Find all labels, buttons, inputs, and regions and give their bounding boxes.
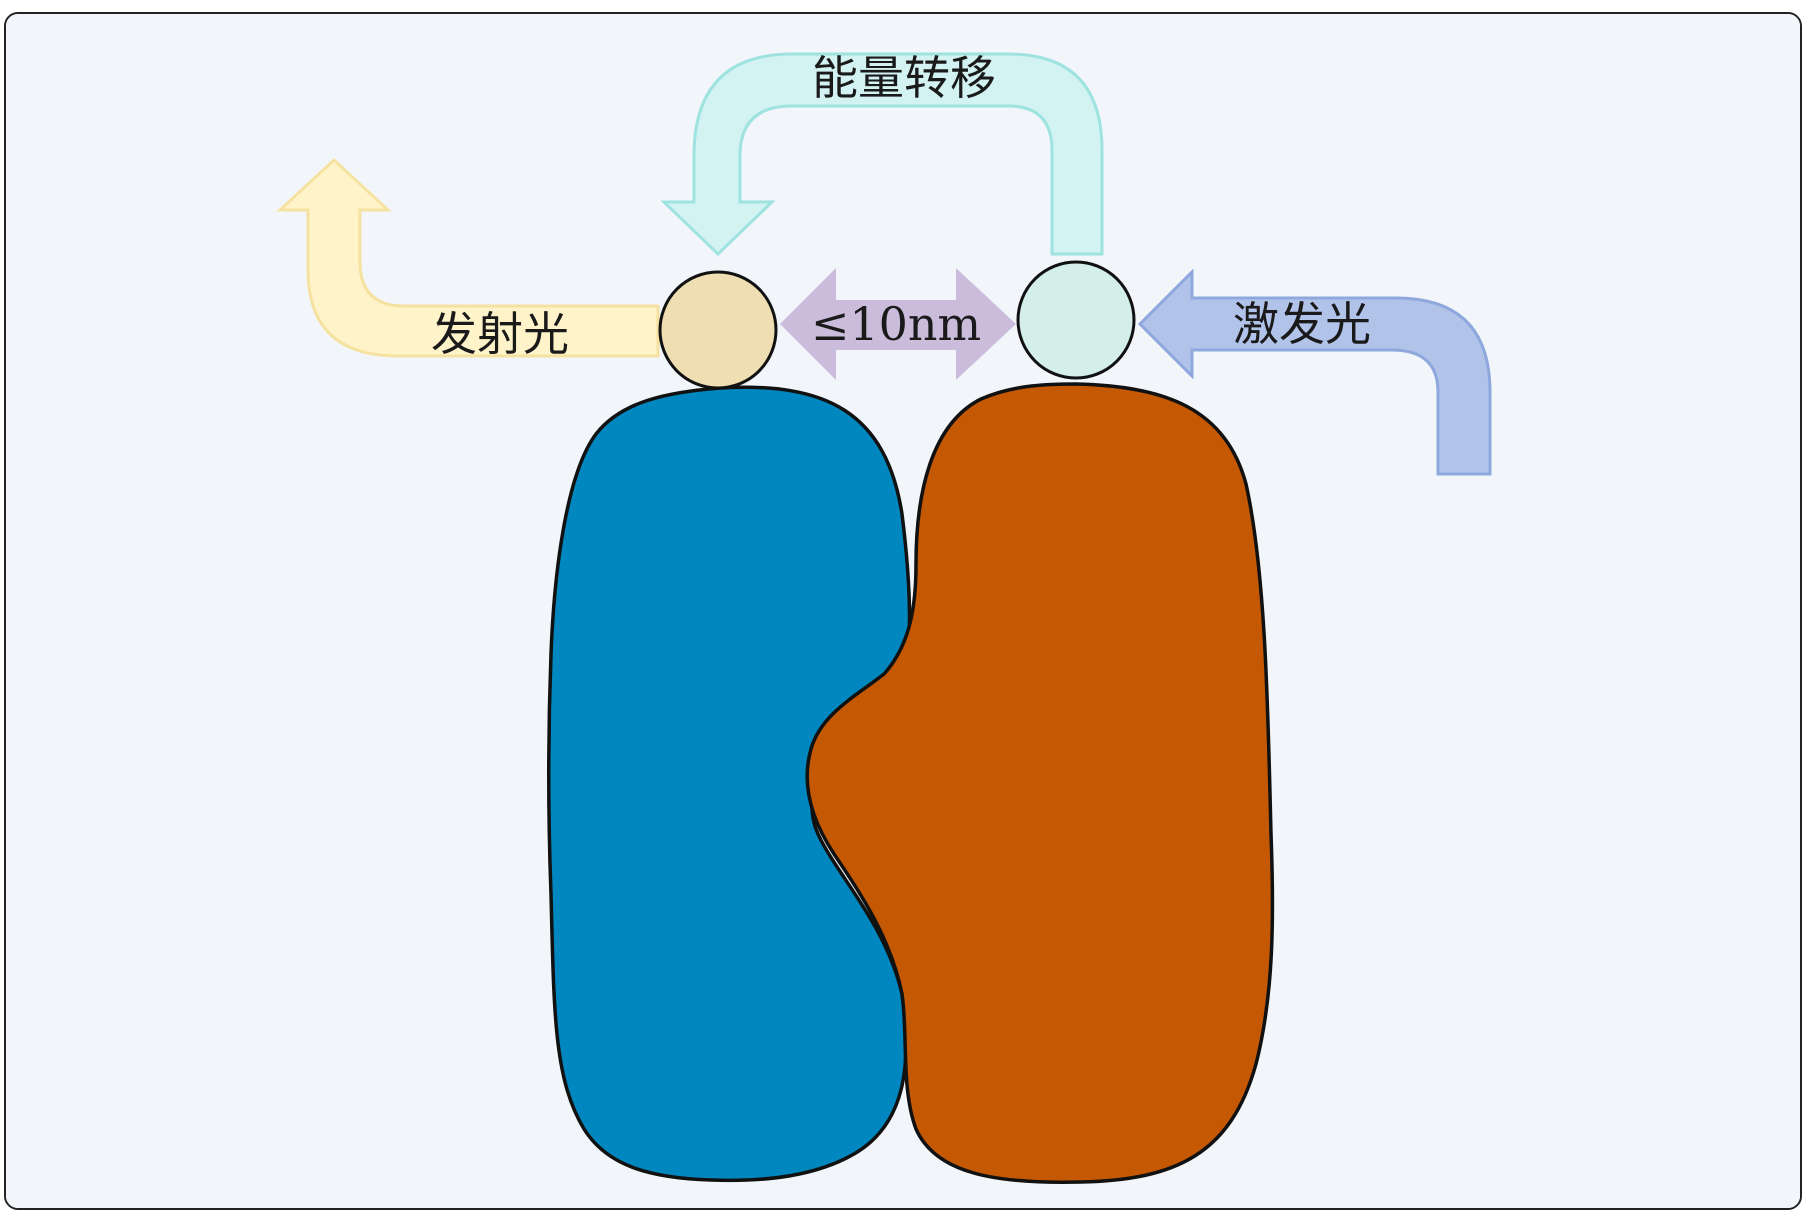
energy-transfer-arrow [660, 52, 1104, 257]
emission-arrow [276, 157, 660, 358]
acceptor-fluorophore [1016, 260, 1136, 380]
distance-arrow [780, 268, 1016, 380]
emission-label: 发射光 [431, 307, 569, 361]
acceptor-protein [805, 382, 1275, 1184]
donor-fluorophore [658, 270, 778, 390]
energy-transfer-label: 能量转移 [812, 51, 996, 105]
fret-diagram: 能量转移 发射光 ≤10nm 激发光 [6, 14, 1800, 1208]
distance-label: ≤10nm [811, 297, 981, 351]
excitation-label: 激发光 [1233, 297, 1371, 351]
excitation-arrow [1137, 268, 1492, 476]
diagram-frame: 能量转移 发射光 ≤10nm 激发光 [4, 12, 1802, 1210]
